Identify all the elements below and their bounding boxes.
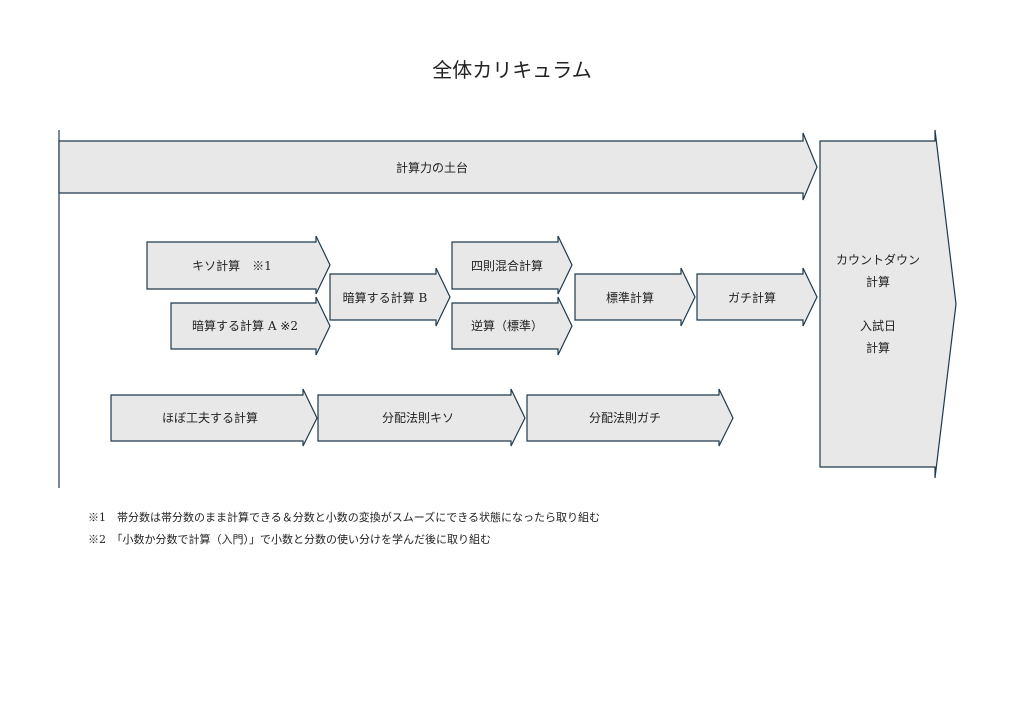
final-label-line1: カウントダウン xyxy=(836,252,920,267)
arrow-gyakuzan-label: 逆算（標準） xyxy=(471,318,543,333)
final-label-line4: 計算 xyxy=(866,340,890,355)
page-title: 全体カリキュラム xyxy=(432,58,591,82)
arrow-anzan-b: 暗算する計算 B xyxy=(329,267,451,327)
final-label-line2: 計算 xyxy=(866,274,890,289)
arrow-foundation: 計算力の土台 xyxy=(58,132,818,201)
arrow-bunpai-kiso: 分配法則キソ xyxy=(317,388,526,447)
footnote-2: ※2 「小数か分数で計算（入門）」で小数と分数の使い分けを学んだ後に取り組む xyxy=(88,533,491,546)
arrow-kiso: キソ計算 ※1 xyxy=(146,235,331,295)
arrow-anzan-b-label: 暗算する計算 B xyxy=(343,290,428,305)
arrow-hyojun: 標準計算 xyxy=(574,267,696,327)
arrow-kiso-label: キソ計算 ※1 xyxy=(192,258,272,273)
final-label-line3: 入試日 xyxy=(860,318,896,333)
arrow-hobo: ほぼ工夫する計算 xyxy=(110,388,318,447)
arrow-gachi-label: ガチ計算 xyxy=(728,290,776,305)
arrow-gachi: ガチ計算 xyxy=(696,267,818,327)
arrow-gyakuzan: 逆算（標準） xyxy=(451,296,573,356)
arrow-foundation-label: 計算力の土台 xyxy=(396,160,468,175)
arrow-hobo-label: ほぼ工夫する計算 xyxy=(162,410,258,425)
arrow-anzan-a: 暗算する計算 A ※2 xyxy=(170,296,331,356)
arrow-shisoku: 四則混合計算 xyxy=(451,235,573,295)
arrow-bunpai-kiso-label: 分配法則キソ xyxy=(382,411,454,425)
arrow-bunpai-gachi: 分配法則ガチ xyxy=(526,388,734,447)
arrow-final: カウントダウン 計算 入試日 計算 xyxy=(819,129,957,479)
arrow-hyojun-label: 標準計算 xyxy=(606,290,654,305)
arrow-shisoku-label: 四則混合計算 xyxy=(471,258,543,273)
arrow-anzan-a-label: 暗算する計算 A ※2 xyxy=(192,318,298,333)
arrow-bunpai-gachi-label: 分配法則ガチ xyxy=(589,411,661,425)
footnote-1: ※1 帯分数は帯分数のまま計算できる＆分数と小数の変換がスムーズにできる状態にな… xyxy=(88,511,601,524)
